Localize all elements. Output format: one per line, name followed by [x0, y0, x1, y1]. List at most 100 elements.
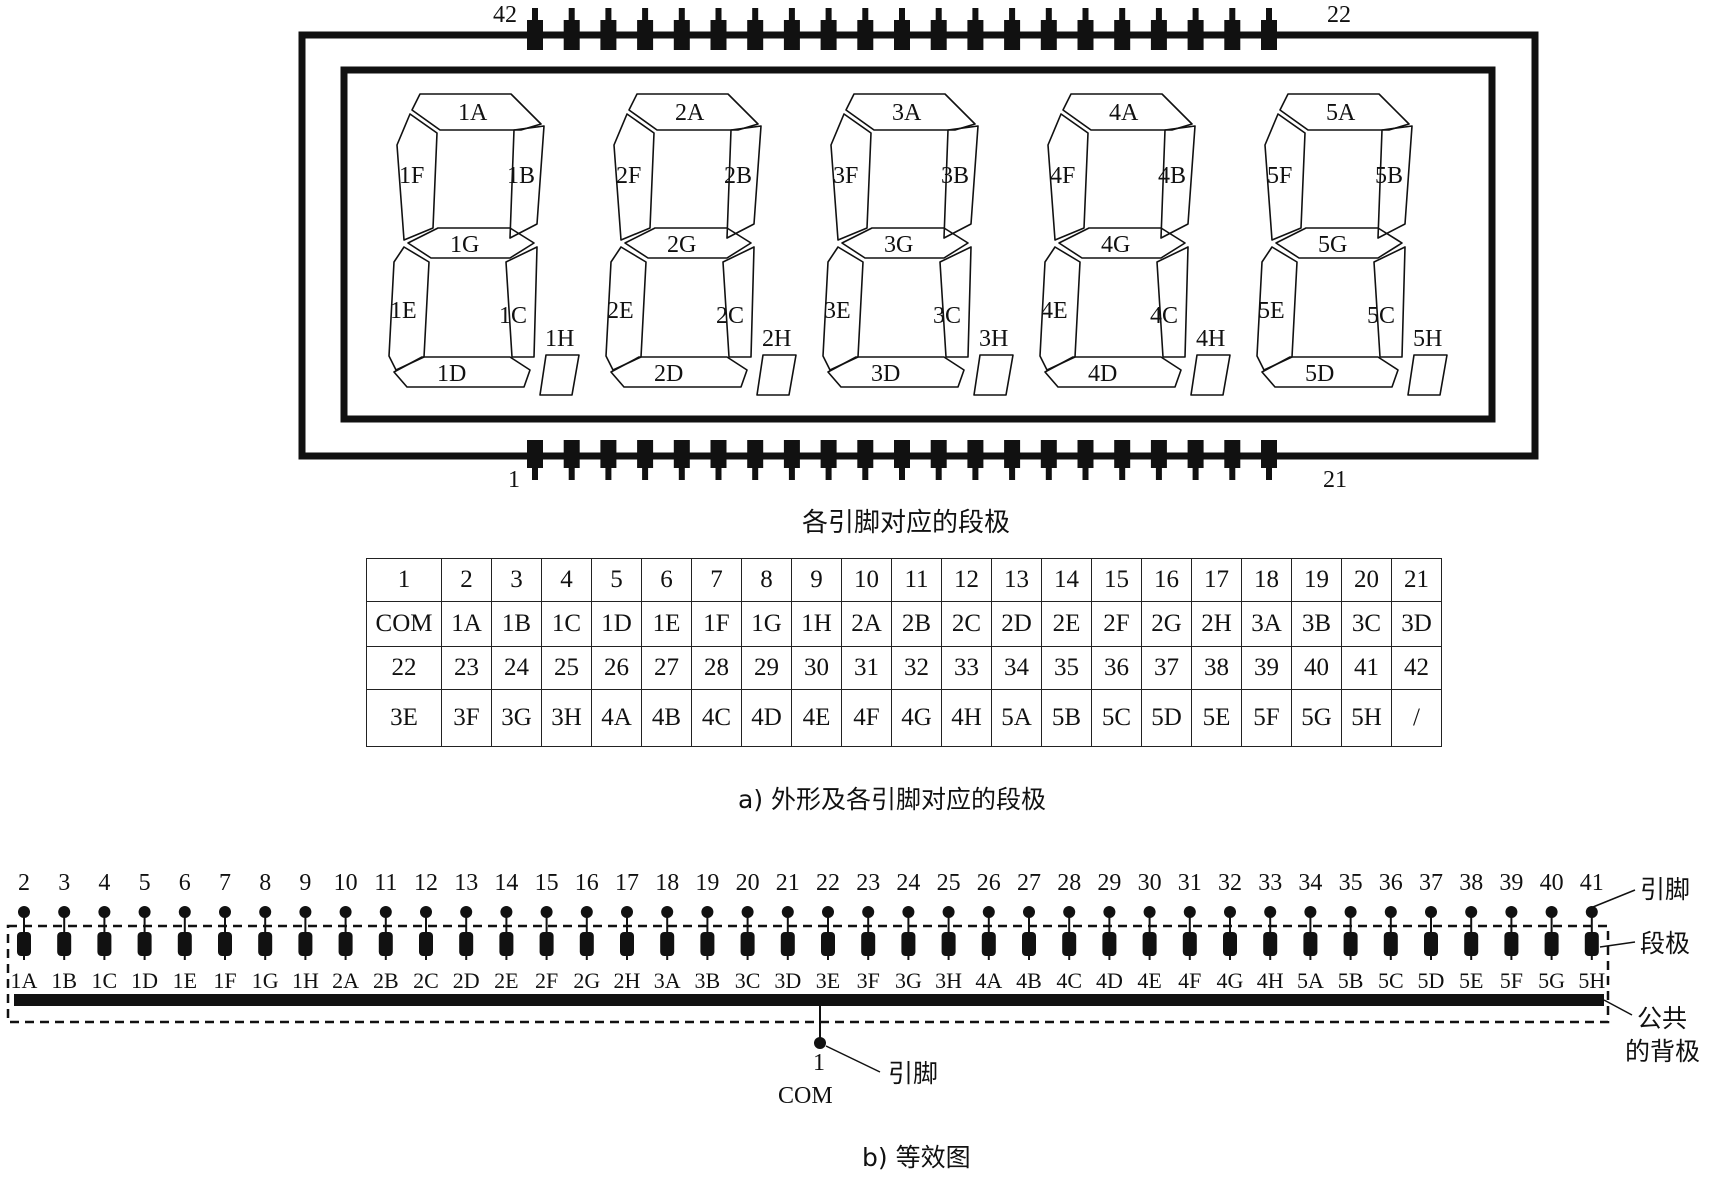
equiv-pin-number: 36	[1379, 870, 1403, 896]
table-cell: 41	[1341, 646, 1392, 690]
segment-h	[1190, 354, 1231, 396]
equiv-segment-electrode	[177, 932, 192, 956]
table-cell: 5D	[1141, 689, 1192, 747]
equiv-segment-electrode	[1182, 932, 1197, 956]
lcd-inner-frame	[340, 66, 1496, 423]
backplane-annotation-1: 公共	[1637, 1004, 1687, 1033]
package-pin	[1261, 440, 1277, 480]
equiv-pin-number: 18	[655, 870, 679, 896]
equiv-segment-label: 3F	[857, 968, 880, 993]
table-cell: 3C	[1341, 601, 1392, 647]
table-cell: 2H	[1191, 601, 1242, 647]
equiv-segment: 81G	[252, 870, 279, 993]
table-cell: 5E	[1191, 689, 1242, 747]
table-cell: 4A	[591, 689, 642, 747]
table-cell: 24	[491, 646, 542, 690]
segment-label-c: 4C	[1150, 303, 1178, 329]
table-cell: 4F	[841, 689, 892, 747]
table-cell: 1	[366, 558, 442, 602]
equiv-segment-electrode	[17, 932, 31, 956]
segment-label-f: 4F	[1050, 163, 1075, 189]
equiv-segment-electrode	[1584, 932, 1599, 956]
equiv-pin-number: 30	[1138, 870, 1162, 896]
package-pin	[1187, 8, 1204, 50]
equiv-pin-number: 37	[1419, 870, 1443, 896]
com-pin-number: 1	[813, 1050, 825, 1076]
equiv-segment-label: 5G	[1538, 968, 1565, 993]
table-cell: 3A	[1241, 601, 1292, 647]
pin-leader	[1592, 889, 1636, 908]
package-pin	[1224, 440, 1241, 480]
segment-label-d: 5D	[1305, 361, 1334, 387]
package-pin	[1150, 440, 1167, 480]
equiv-pin-number: 11	[374, 870, 397, 896]
equiv-pin-number: 26	[977, 870, 1001, 896]
equiv-pin-number: 28	[1057, 870, 1081, 896]
segment-b	[726, 125, 762, 239]
package-pin	[1114, 8, 1131, 50]
segment-h	[539, 354, 580, 396]
equiv-segment-label: 2H	[614, 968, 641, 993]
segment-a	[1062, 93, 1193, 131]
segment-label-e: 1E	[390, 298, 417, 324]
table-cell: 2B	[891, 601, 942, 647]
equiv-segment-label: 4G	[1217, 968, 1244, 993]
equiv-segment: 13 2D	[453, 870, 480, 993]
table-cell: 27	[641, 646, 692, 690]
segment-e	[1039, 246, 1081, 371]
equiv-segment-electrode	[1102, 932, 1117, 956]
table-cell: 13	[991, 558, 1042, 602]
segment-e	[605, 246, 647, 371]
package-pin	[527, 440, 543, 480]
equiv-segment: 21A	[11, 870, 38, 993]
package-pin	[600, 8, 617, 50]
table-cell: 38	[1191, 646, 1242, 690]
segment-label-a: 3A	[892, 100, 922, 126]
equiv-pin-number: 20	[736, 870, 760, 896]
equiv-segment-electrode	[579, 932, 594, 956]
equiv-segment-label: 3C	[735, 968, 761, 993]
equiv-segment-label: 4B	[1016, 968, 1042, 993]
package-pin	[673, 440, 690, 480]
equiv-pin-number: 14	[494, 870, 518, 896]
equiv-segment-label: 4E	[1137, 968, 1161, 993]
table-cell: 5H	[1341, 689, 1392, 747]
equiv-segment-label: 2A	[332, 968, 359, 993]
segment-a	[845, 93, 976, 131]
pin-label-21: 21	[1323, 467, 1347, 493]
equiv-pin-number: 13	[454, 870, 478, 896]
equiv-segment-label: 1E	[173, 968, 197, 993]
equiv-pin-number: 15	[535, 870, 559, 896]
equiv-segment-electrode	[941, 932, 956, 956]
segment-d	[610, 356, 748, 388]
package-pin	[857, 8, 874, 50]
equiv-segment-label: 1D	[131, 968, 158, 993]
equiv-segment-label: 2D	[453, 968, 480, 993]
equivalent-circuit: 21A31B41C51D61E71F81G91H102A112B122C132D…	[11, 870, 1606, 993]
equiv-segment-label: 2F	[535, 968, 558, 993]
package-pin	[637, 440, 654, 480]
table-cell: 4B	[641, 689, 692, 747]
equiv-segment-label: 3E	[816, 968, 840, 993]
segment-annotation: 段极	[1640, 929, 1690, 958]
equiv-pin-number: 22	[816, 870, 840, 896]
table-cell: 4G	[891, 689, 942, 747]
table-cell: 34	[991, 646, 1042, 690]
segment-e	[388, 246, 430, 371]
segment-f	[396, 113, 438, 241]
equiv-segment-label: 5A	[1297, 968, 1324, 993]
segment-label-b: 1B	[507, 163, 535, 189]
equiv-segment-electrode	[1223, 932, 1237, 956]
table-cell: 4D	[741, 689, 792, 747]
